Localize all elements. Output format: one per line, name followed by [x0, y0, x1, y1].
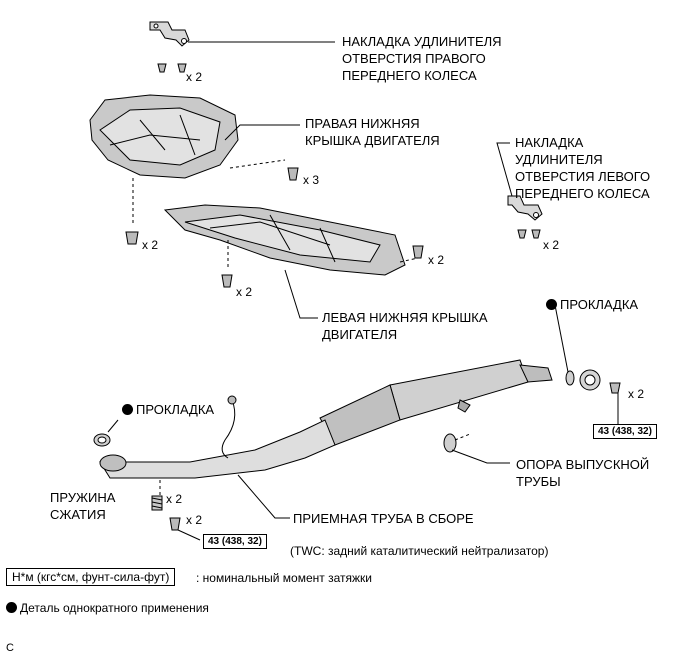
torque-legend-desc: : номинальный момент затяжки	[196, 571, 372, 585]
non-reusable-legend: Деталь однократного применения	[6, 601, 209, 615]
count-badge: x 2	[236, 285, 253, 299]
label-compression-spring: ПРУЖИНА СЖАТИЯ	[50, 490, 116, 522]
label-right-extension-cover: НАКЛАДКА УДЛИНИТЕЛЯ ОТВЕРСТИЯ ПРАВОГО ПЕ…	[342, 34, 502, 83]
bolt-icon	[157, 63, 187, 73]
label-left-lower-cover: ЛЕВАЯ НИЖНЯЯ КРЫШКА ДВИГАТЕЛЯ	[322, 310, 488, 342]
exhaust-pipe-part	[99, 359, 553, 479]
label-left-extension-cover: НАКЛАДКА УДЛИНИТЕЛЯ ОТВЕРСТИЯ ЛЕВОГО ПЕР…	[515, 135, 651, 201]
right-extension-cover-part	[149, 21, 190, 47]
count-badge: x 2	[166, 492, 183, 506]
left-extension-cover-part	[507, 195, 543, 221]
count-badge: x 2	[142, 238, 159, 252]
label-gasket-top: ПРОКЛАДКА	[546, 296, 638, 313]
gasket-part	[93, 433, 111, 447]
label-exhaust-support: ОПОРА ВЫПУСКНОЙ ТРУБЫ	[516, 457, 650, 489]
non-reusable-dot-icon	[122, 404, 133, 415]
exhaust-support-part	[443, 433, 471, 453]
label-right-lower-cover: ПРАВАЯ НИЖНЯЯ КРЫШКА ДВИГАТЕЛЯ	[305, 116, 440, 148]
bolt-icon	[125, 167, 299, 245]
torque-spec-left: 43 (438, 32)	[203, 534, 267, 549]
torque-spec-right: 43 (438, 32)	[593, 424, 657, 439]
left-lower-cover-part	[163, 204, 406, 276]
corner-mark: C	[6, 642, 14, 654]
torque-unit-legend: Н*м (кгс*см, фунт-сила-фут)	[6, 568, 176, 586]
non-reusable-dot-icon	[6, 602, 17, 613]
non-reusable-dot-icon	[546, 299, 557, 310]
bolt-icon	[517, 229, 541, 239]
gasket-part	[565, 369, 621, 394]
compression-spring-part	[151, 495, 181, 531]
count-badge: x 2	[186, 513, 203, 527]
right-lower-cover-part	[89, 94, 239, 179]
count-badge: x 2	[428, 253, 445, 267]
label-gasket-left: ПРОКЛАДКА	[122, 401, 214, 418]
count-badge: x 2	[186, 70, 203, 84]
bolt-icon	[221, 245, 424, 288]
twc-note: (TWC: задний каталитический нейтрализато…	[290, 544, 549, 558]
count-badge: x 2	[543, 238, 560, 252]
count-badge: x 2	[628, 387, 645, 401]
label-front-pipe: ПРИЕМНАЯ ТРУБА В СБОРЕ	[293, 511, 474, 526]
count-badge: x 3	[303, 173, 320, 187]
